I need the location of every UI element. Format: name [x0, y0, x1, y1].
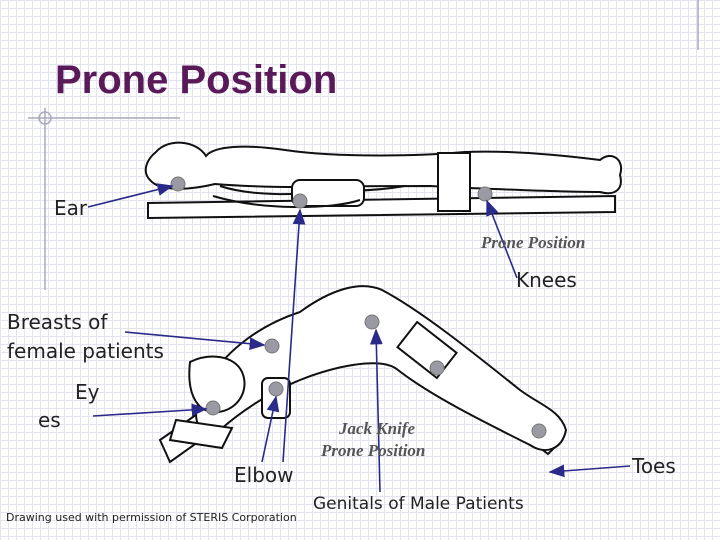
breast-marker: [264, 338, 280, 354]
prone-figure: [144, 141, 623, 220]
label-genitals: Genitals of Male Patients: [313, 494, 524, 514]
permission-credit: Drawing used with permission of STERIS C…: [6, 511, 297, 524]
prone-caption: Prone Position: [481, 233, 586, 252]
toe-marker: [531, 423, 547, 439]
elbow-marker-jackknife: [268, 381, 284, 397]
callout-arrows: [87, 183, 631, 493]
elbow-marker-prone: [292, 193, 308, 209]
ear-marker: [170, 176, 186, 192]
ear-arrow: [87, 183, 174, 208]
label-ear: Ear: [54, 196, 88, 220]
label-elbow: Elbow: [234, 463, 294, 487]
breast-arrow: [124, 331, 266, 351]
frame-circle-icon: [38, 111, 52, 125]
label-knees: Knees: [516, 268, 577, 292]
label-breasts-line1: Breasts of: [7, 310, 108, 334]
genital-arrow: [369, 328, 383, 493]
page-title: Prone Position: [55, 58, 338, 102]
knee-marker-prone: [477, 186, 493, 202]
label-toes: Toes: [632, 454, 676, 478]
label-breasts-line2: female patients: [7, 339, 164, 363]
toe-arrow: [548, 464, 631, 478]
knee-arrow: [486, 199, 518, 279]
eye-marker: [205, 400, 221, 416]
label-eyes-part2: es: [38, 408, 61, 432]
pressure-markers: [170, 176, 547, 439]
eye-arrow: [92, 403, 208, 417]
elbow-arrow-prone: [282, 208, 306, 463]
genital-marker: [364, 314, 380, 330]
jackknife-caption-line2: Prone Position: [321, 441, 426, 460]
knee-marker-jackknife: [429, 360, 445, 376]
elbow-arrow-jackknife: [261, 395, 280, 463]
label-eyes-part1: Ey: [75, 380, 100, 404]
jackknife-caption-line1: Jack Knife: [339, 419, 416, 438]
